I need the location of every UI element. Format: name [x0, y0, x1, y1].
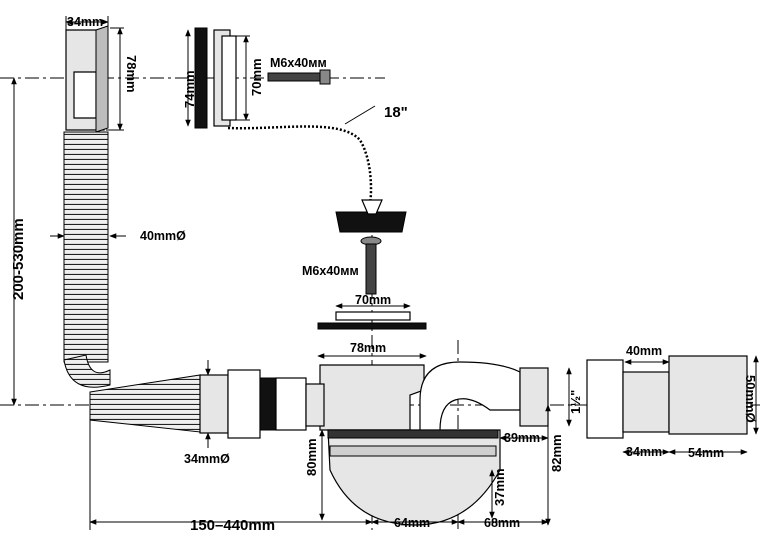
seal-depth-label: 37mm — [492, 468, 507, 506]
plate-outer-height-label: 74mm — [182, 70, 197, 108]
drain-grate — [335, 311, 411, 321]
hose-diameter-label: 40mmØ — [140, 229, 186, 243]
nut-offset-label: 34mm — [626, 445, 662, 459]
grate-diameter-label: 70mm — [355, 293, 391, 307]
chain-leader — [344, 105, 376, 125]
pipe-length-label: 54mm — [688, 446, 724, 460]
flange-diameter-label: 78mm — [350, 341, 386, 355]
pipe-diameter-label: 50mmØ — [743, 375, 758, 423]
plug-stopper — [335, 211, 407, 233]
overflow-hose — [50, 131, 201, 433]
chain-length-label: 18" — [384, 104, 408, 121]
overflow-range-label: 200-530mm — [10, 218, 27, 300]
plug-chain — [227, 125, 373, 206]
plate-inner-height-label: 70mm — [249, 58, 264, 96]
hose-connector — [199, 369, 325, 439]
overflow-head — [65, 16, 124, 133]
side-offset-label: 39mm — [504, 431, 540, 445]
thread-size-label: 1½" — [568, 390, 583, 414]
overflow-height-label: 78mm — [124, 55, 139, 93]
overflow-screw — [267, 69, 331, 85]
plug-ring — [361, 199, 383, 215]
drain-gasket — [317, 322, 427, 330]
trap-width-left-label: 64mm — [394, 516, 430, 530]
overflow-width-label: 34mm — [67, 15, 103, 29]
siphon-trap-body — [319, 361, 549, 526]
trap-height-label: 80mm — [304, 438, 319, 476]
drain-screw — [360, 236, 382, 295]
horizontal-range-label: 150–440mm — [190, 517, 275, 534]
overflow-plate — [185, 27, 250, 129]
total-height-label: 82mm — [549, 434, 564, 472]
trap-width-right-label: 68mm — [484, 516, 520, 530]
outlet-connector — [586, 355, 748, 439]
outlet-diameter-label: 40mm — [626, 344, 662, 358]
hose-inlet-diameter-label: 34mmØ — [184, 452, 230, 466]
overflow-screw-label: M6x40мм — [270, 56, 327, 70]
drain-screw-label: M6x40мм — [302, 264, 359, 278]
